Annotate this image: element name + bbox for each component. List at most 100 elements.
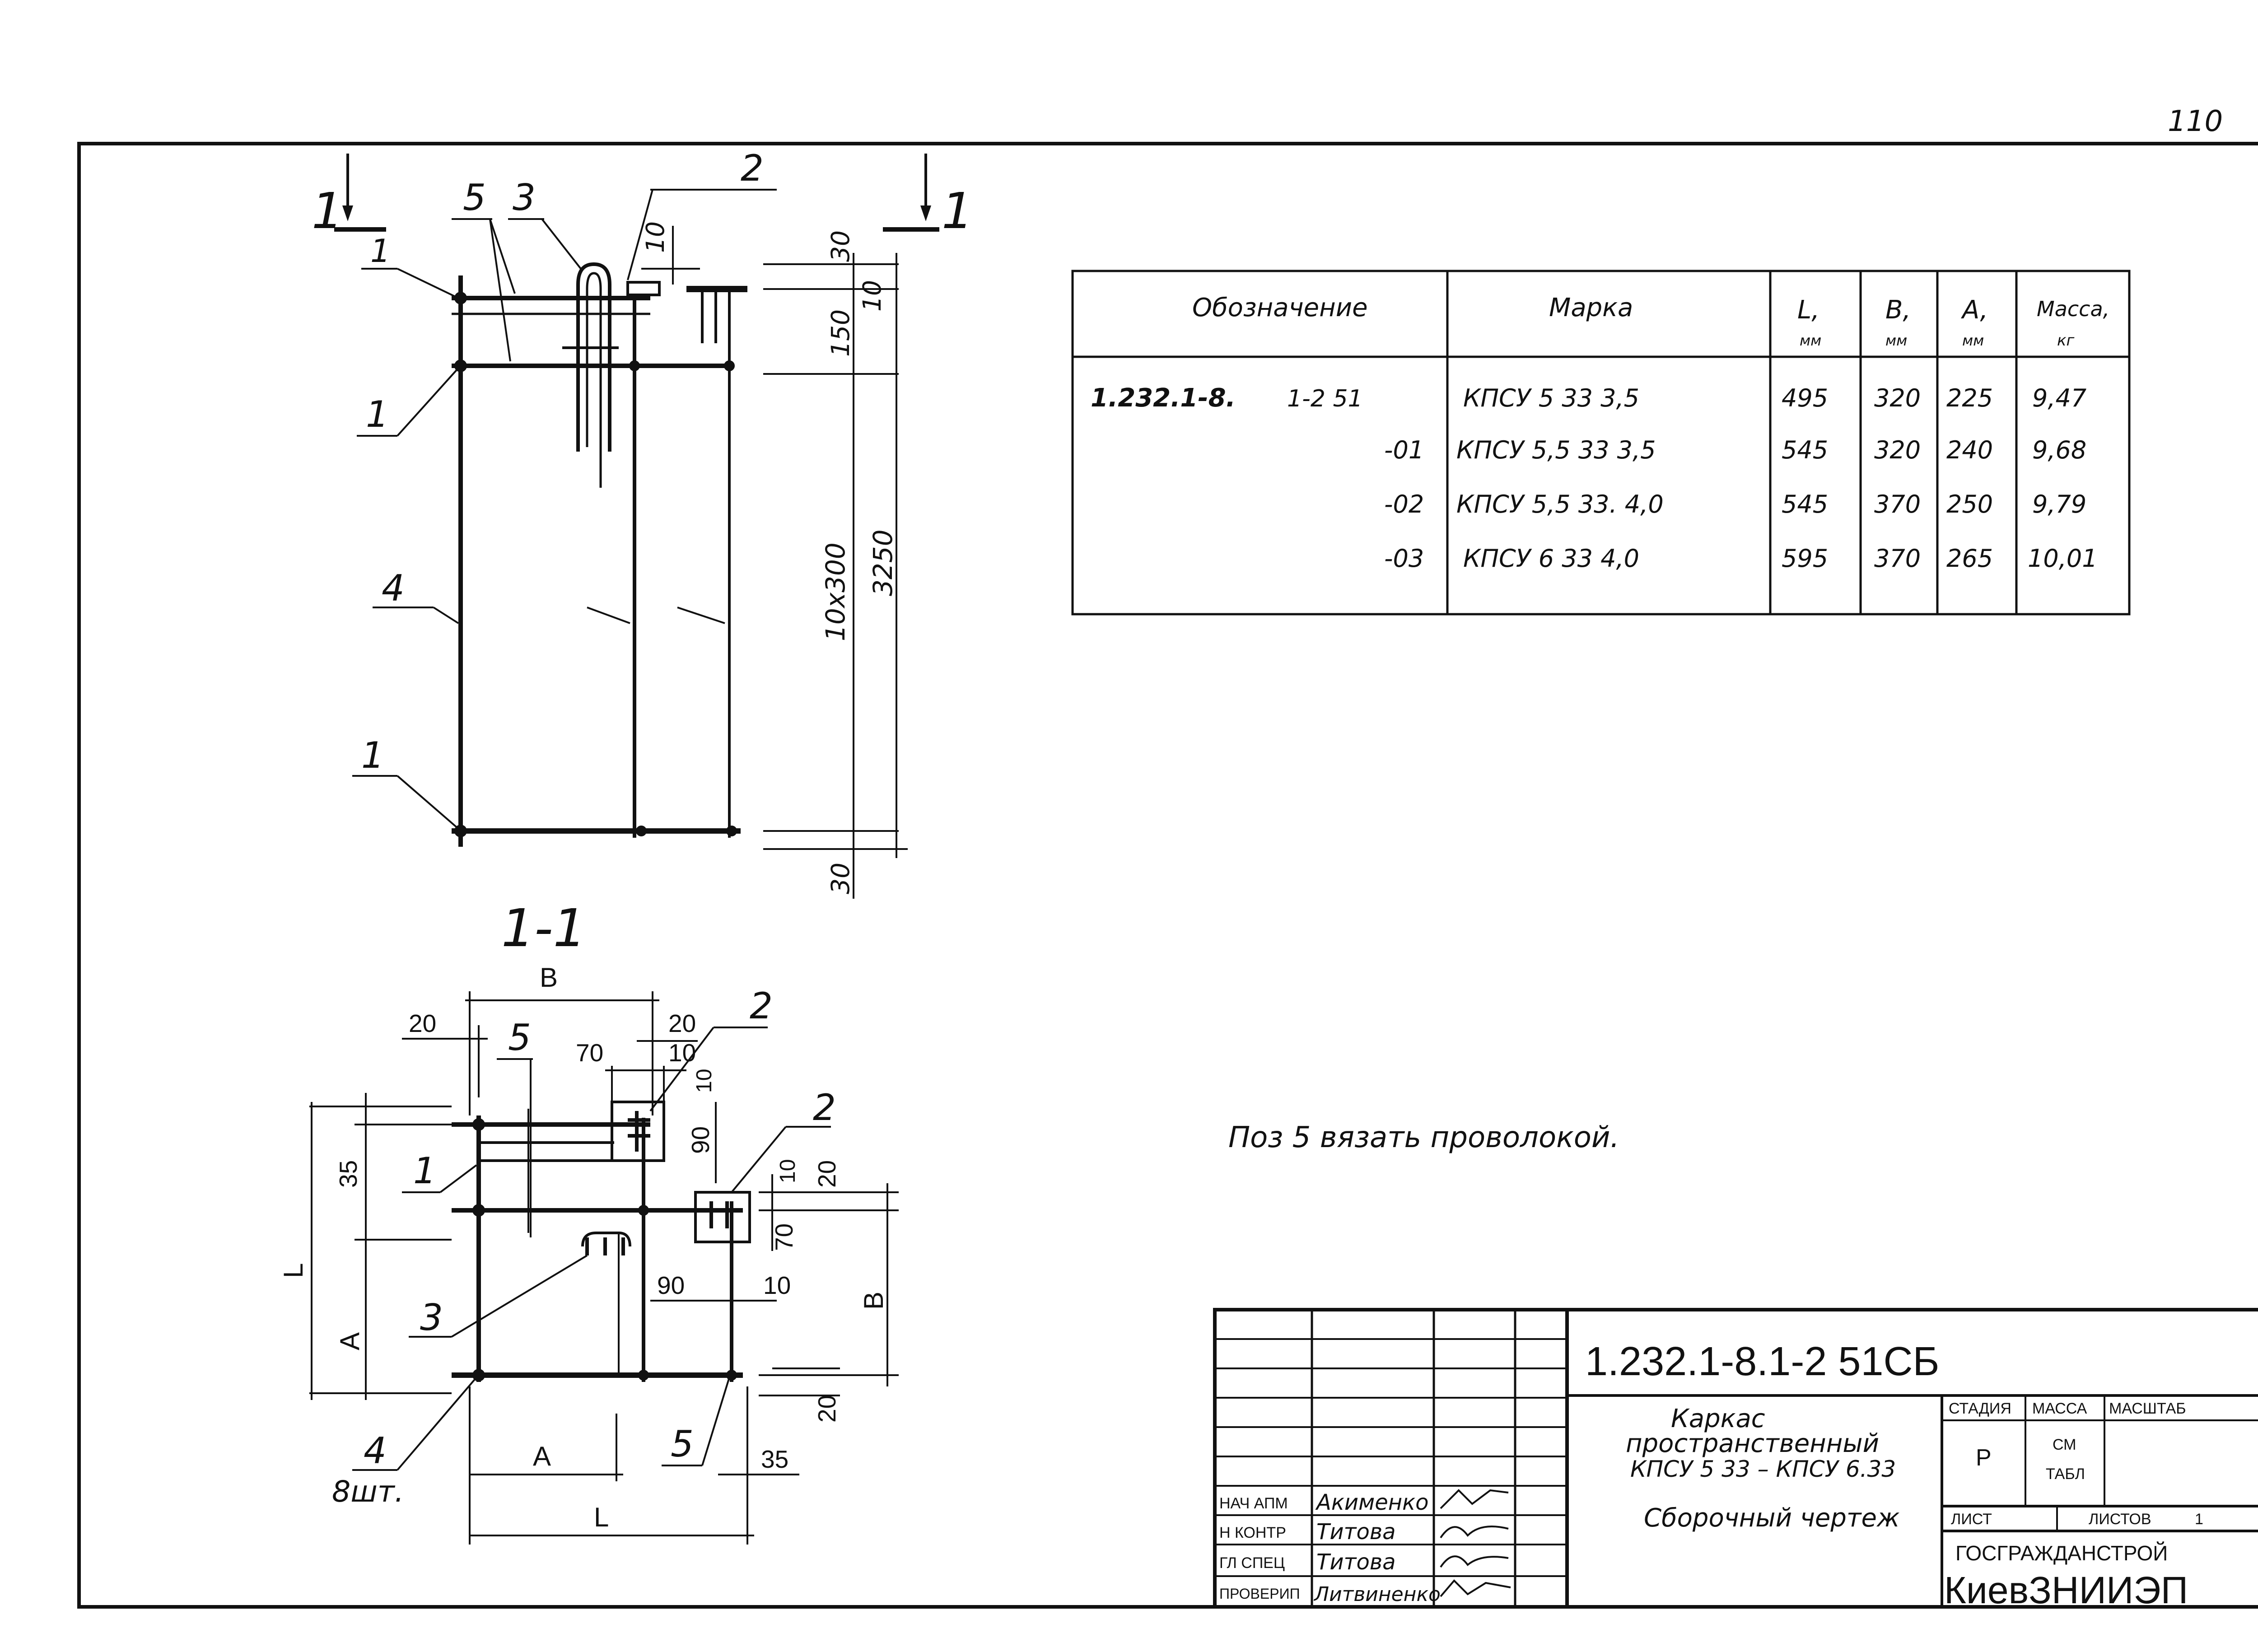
th-B: B,: [1885, 295, 1911, 325]
dim-20-bottomright: 20: [813, 1395, 841, 1423]
sec-leader-2b: 2: [813, 1087, 836, 1129]
row2-mass: 9,68: [2032, 436, 2086, 464]
dim-3250: 3250: [868, 529, 898, 596]
signer-role-3: ГЛ СПЕЦ: [1219, 1554, 1285, 1572]
org-1: ГОСГРАЖДАНСТРОЙ: [1955, 1541, 2168, 1565]
row2-B: 320: [1874, 436, 1921, 464]
th-L: L,: [1797, 295, 1819, 325]
dim-30-bottom: 30: [826, 863, 855, 894]
title-line-3: КПСУ 5 33 – КПСУ 6.33: [1630, 1456, 1896, 1482]
sec-leader-1: 1: [413, 1150, 436, 1192]
mass-value-1: СМ: [2053, 1436, 2076, 1453]
title-line-2: пространственный: [1626, 1429, 1879, 1458]
row3-mark: КПСУ 5,5 33. 4,0: [1456, 490, 1664, 518]
row4-A: 265: [1946, 544, 1993, 573]
mass-value-2: ТАБЛ: [2046, 1465, 2085, 1483]
dim-35-left: 35: [334, 1160, 362, 1188]
row4-suffix: -03: [1384, 544, 1424, 573]
th-mass-unit: кг: [2057, 331, 2075, 350]
sheet-label: ЛИСТ: [1951, 1511, 1992, 1528]
sheets-label: ЛИСТОВ: [2089, 1511, 2151, 1528]
signer-role-2: Н КОНТР: [1219, 1524, 1286, 1541]
signer-name-2: Титова: [1316, 1519, 1396, 1545]
section-title: 1-1: [501, 898, 586, 959]
row4-L: 595: [1782, 544, 1828, 573]
assembly-note: Поз 5 вязать проволокой.: [1228, 1121, 1619, 1154]
row2-L: 545: [1782, 436, 1828, 464]
row1-mark: КПСУ 5 33 3,5: [1463, 384, 1639, 412]
spec-table: Обозначение Марка L, мм B, мм A, мм Масс…: [1071, 270, 2131, 616]
dim-L-bottom: L: [594, 1502, 609, 1532]
th-mark: Марка: [1549, 293, 1633, 322]
dim-30-top: 30: [826, 230, 855, 262]
signer-role-1: НАЧ АПМ: [1219, 1495, 1288, 1512]
row3-mass: 9,79: [2032, 490, 2086, 518]
front-view: 1 1 5: [312, 147, 973, 899]
th-B-unit: мм: [1885, 332, 1907, 349]
dim-10-bottom: 10: [763, 1271, 791, 1299]
th-L-unit: мм: [1800, 332, 1821, 349]
signer-role-4: ПРОВЕРИП: [1219, 1586, 1300, 1602]
row1-B: 320: [1874, 384, 1921, 412]
th-designation: Обозначение: [1192, 293, 1368, 322]
row2-suffix: -01: [1384, 436, 1424, 464]
row4-mark: КПСУ 6 33 4,0: [1463, 544, 1639, 573]
sec-leader-5: 5: [508, 1017, 531, 1059]
dim-L-left: L: [278, 1263, 308, 1278]
row3-A: 250: [1946, 490, 1993, 518]
row1-L: 495: [1782, 384, 1828, 412]
dim-10-topright: 10: [692, 1069, 716, 1093]
sheets-value: 1: [2195, 1511, 2203, 1528]
dim-B-top: B: [540, 962, 558, 993]
dim-B-right: B: [858, 1292, 889, 1310]
stage-value: Р: [1976, 1445, 1992, 1471]
dim-20-left: 20: [409, 1009, 436, 1037]
leader-5: 5: [463, 177, 486, 219]
title-block: НАЧ АПМ Акименко Н КОНТР Титова ГЛ СПЕЦ …: [1213, 1308, 2258, 1611]
dim-35-bottom: 35: [761, 1445, 788, 1473]
sec-leader-5b: 5: [671, 1423, 694, 1465]
signature-3: [1440, 1555, 1509, 1568]
signer-name-1: Акименко: [1315, 1490, 1429, 1515]
row2-mark: КПСУ 5,5 33 3,5: [1456, 436, 1656, 464]
signature-4: [1440, 1579, 1511, 1597]
signer-name-3: Титова: [1316, 1549, 1396, 1575]
sec-leader-4: 4: [364, 1430, 387, 1472]
mass-label: МАССА: [2032, 1400, 2087, 1417]
leader-4: 4: [382, 567, 405, 609]
row1-doc: 1.232.1-8.: [1091, 383, 1236, 413]
dim-10x300: 10x300: [820, 542, 851, 641]
org-2: КиевЗНИИЭП: [1944, 1569, 2188, 1611]
title-line-1: Каркас: [1671, 1404, 1765, 1433]
dim-20-right2: 20: [813, 1160, 841, 1188]
dim-20-right: 20: [668, 1009, 696, 1037]
dim-90-bottom: 90: [657, 1271, 685, 1299]
dim-10-top: 10: [641, 221, 670, 253]
dim-10-top: 10: [668, 1039, 696, 1067]
row4-mass: 10,01: [2028, 544, 2098, 573]
signature-2: [1440, 1526, 1509, 1539]
signer-name-4: Литвиненко: [1313, 1583, 1441, 1606]
th-A-unit: мм: [1962, 332, 1984, 349]
sec-leader-2a: 2: [750, 985, 773, 1027]
th-mass: Масса,: [2037, 297, 2109, 321]
stage-label: СТАДИЯ: [1949, 1400, 2011, 1417]
row3-L: 545: [1782, 490, 1828, 518]
sec-leader-3: 3: [420, 1297, 443, 1339]
section-mark-right: 1: [942, 182, 973, 240]
dim-70-top: 70: [576, 1039, 603, 1067]
th-A: A,: [1961, 295, 1988, 325]
leader-2: 2: [741, 147, 764, 189]
dim-70-right: 70: [770, 1223, 798, 1251]
row1-A: 225: [1946, 384, 1993, 412]
leader-3: 3: [513, 177, 536, 219]
row1-suffix: 1-2 51: [1287, 385, 1363, 412]
dim-10-right: 10: [776, 1159, 800, 1183]
doc-code: 1.232.1-8.1-2 51СБ: [1585, 1339, 1940, 1384]
dim-90-right: 90: [686, 1126, 714, 1154]
row3-suffix: -02: [1384, 490, 1424, 518]
scale-label: МАСШТАБ: [2109, 1400, 2186, 1417]
sheet-frame: [77, 142, 2258, 1609]
dim-A-bottom: A: [533, 1441, 551, 1471]
